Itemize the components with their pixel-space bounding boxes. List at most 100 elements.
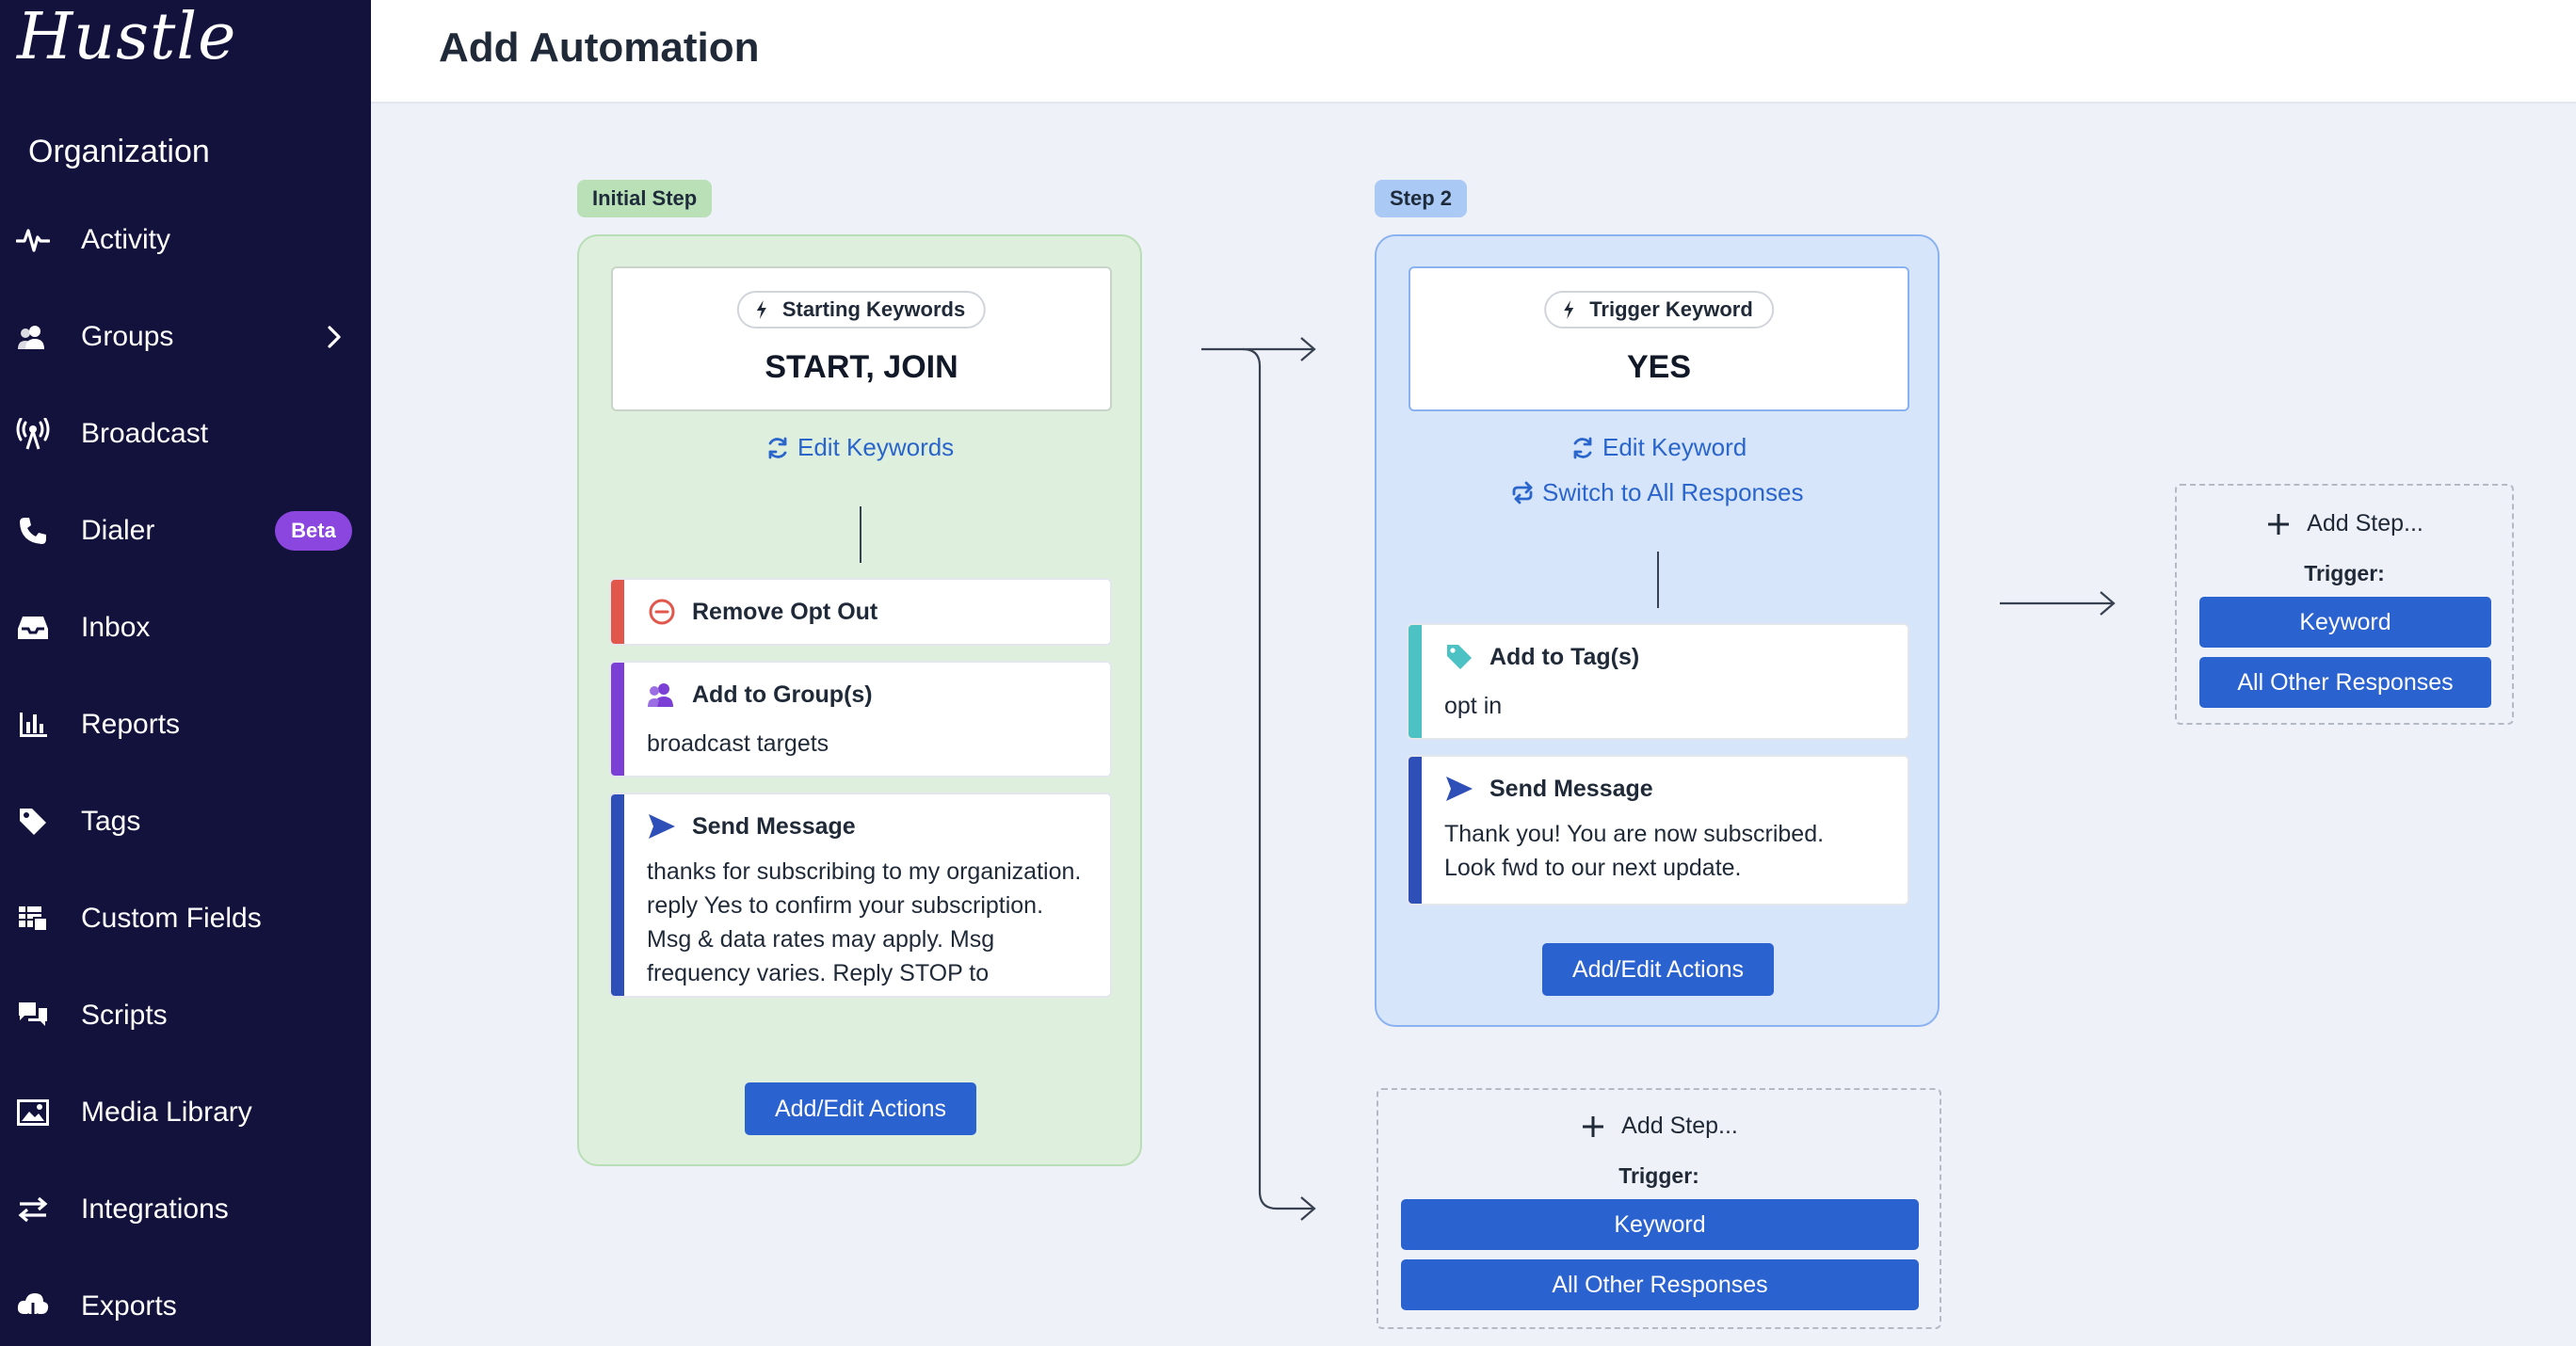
activity-icon bbox=[13, 220, 53, 260]
action-header: Add to Group(s) bbox=[647, 680, 873, 710]
edit-keywords-label: Edit Keywords bbox=[797, 433, 955, 461]
connector-line bbox=[860, 506, 861, 563]
action-header: Send Message bbox=[647, 811, 856, 841]
sidebar-item-media-library[interactable]: Media Library bbox=[0, 1070, 371, 1155]
sidebar-item-label: Activity bbox=[81, 224, 171, 255]
add-step-panel-right: Add Step... Trigger: Keyword All Other R… bbox=[2175, 484, 2514, 725]
sidebar: Hustle Organization Activity Groups Broa… bbox=[0, 0, 371, 1346]
page-title: Add Automation bbox=[439, 24, 760, 71]
action-header: Send Message bbox=[1444, 774, 1653, 804]
add-step-label: Add Step... bbox=[1621, 1113, 1738, 1139]
plus-icon bbox=[1580, 1114, 1606, 1140]
action-header: Add to Tag(s) bbox=[1444, 642, 1639, 672]
trigger-keywords-value: START, JOIN bbox=[765, 349, 958, 385]
action-color-bar bbox=[611, 580, 624, 644]
groups-icon bbox=[647, 680, 677, 710]
sidebar-item-integrations[interactable]: Integrations bbox=[0, 1167, 371, 1252]
all-other-responses-button[interactable]: All Other Responses bbox=[1401, 1259, 1919, 1310]
arrow-head bbox=[1300, 1196, 1316, 1221]
sidebar-item-label: Integrations bbox=[81, 1194, 229, 1225]
send-icon bbox=[647, 811, 677, 841]
sidebar-item-label: Media Library bbox=[81, 1097, 252, 1128]
add-step-title[interactable]: Add Step... bbox=[1378, 1113, 1940, 1140]
connector-line bbox=[1201, 347, 1314, 1210]
beta-badge: Beta bbox=[275, 511, 352, 551]
sidebar-item-label: Dialer bbox=[81, 515, 155, 546]
send-icon bbox=[1444, 774, 1474, 804]
keyword-trigger-button[interactable]: Keyword bbox=[1401, 1199, 1919, 1250]
inbox-icon bbox=[13, 608, 53, 648]
keyword-trigger-button[interactable]: Keyword bbox=[2199, 597, 2491, 648]
switch-to-all-responses-label: Switch to All Responses bbox=[1542, 478, 1804, 506]
sidebar-item-custom-fields[interactable]: Custom Fields bbox=[0, 876, 371, 961]
step-label-step-2: Step 2 bbox=[1375, 180, 1468, 217]
sidebar-item-broadcast[interactable]: Broadcast bbox=[0, 392, 371, 476]
media-icon bbox=[13, 1093, 53, 1132]
sidebar-item-scripts[interactable]: Scripts bbox=[0, 973, 371, 1058]
action-body: broadcast targets bbox=[647, 730, 829, 757]
action-color-bar bbox=[611, 794, 624, 996]
all-other-responses-button[interactable]: All Other Responses bbox=[2199, 657, 2491, 708]
scripts-icon bbox=[13, 996, 53, 1035]
trigger-card[interactable]: Trigger Keyword YES bbox=[1409, 266, 1909, 411]
action-header: Remove Opt Out bbox=[647, 597, 877, 627]
action-card-send-message[interactable]: Send Message Thank you! You are now subs… bbox=[1407, 755, 1909, 905]
trigger-pill-label: Starting Keywords bbox=[781, 297, 966, 321]
logo[interactable]: Hustle bbox=[17, 0, 237, 74]
bolt-icon bbox=[1563, 300, 1580, 319]
action-title: Send Message bbox=[692, 812, 856, 840]
sidebar-item-label: Tags bbox=[81, 806, 141, 837]
connector-line bbox=[1657, 552, 1659, 608]
groups-icon bbox=[13, 317, 53, 357]
action-title: Add to Tag(s) bbox=[1489, 643, 1640, 670]
sidebar-item-reports[interactable]: Reports bbox=[0, 682, 371, 767]
trigger-pill: Starting Keywords bbox=[736, 291, 987, 328]
sidebar-item-label: Custom Fields bbox=[81, 903, 262, 934]
step-2-container: Trigger Keyword YES Edit Keyword Switch … bbox=[1375, 234, 1940, 1027]
plus-icon bbox=[2265, 511, 2292, 537]
tag-icon bbox=[13, 802, 53, 841]
trigger-label: Trigger: bbox=[2304, 561, 2385, 585]
step-label-initial: Initial Step bbox=[577, 180, 713, 217]
action-card-add-to-group[interactable]: Add to Group(s) broadcast targets bbox=[609, 661, 1112, 777]
add-edit-actions-button[interactable]: Add/Edit Actions bbox=[745, 1082, 976, 1135]
action-color-bar bbox=[1409, 625, 1422, 738]
organization-heading: Organization bbox=[28, 134, 210, 169]
tag-icon bbox=[1444, 642, 1474, 672]
chevron-right-icon bbox=[320, 323, 348, 351]
sidebar-item-label: Inbox bbox=[81, 612, 151, 643]
action-card-add-to-tag[interactable]: Add to Tag(s) opt in bbox=[1407, 623, 1909, 740]
exports-icon bbox=[13, 1287, 53, 1326]
add-step-label: Add Step... bbox=[2307, 510, 2423, 537]
sidebar-item-groups[interactable]: Groups bbox=[0, 295, 371, 379]
add-step-title[interactable]: Add Step... bbox=[2177, 510, 2512, 537]
integrations-icon bbox=[13, 1190, 53, 1229]
custom-fields-icon bbox=[13, 899, 53, 938]
action-card-send-message[interactable]: Send Message thanks for subscribing to m… bbox=[609, 793, 1112, 998]
action-body: Thank you! You are now subscribed. Look … bbox=[1444, 821, 1825, 881]
trigger-card[interactable]: Starting Keywords START, JOIN bbox=[611, 266, 1112, 411]
add-step-panel-bottom: Add Step... Trigger: Keyword All Other R… bbox=[1377, 1088, 1941, 1329]
switch-to-all-responses-link[interactable]: Switch to All Responses bbox=[1510, 478, 1803, 507]
sidebar-item-label: Scripts bbox=[81, 1000, 168, 1031]
arrow-head bbox=[1300, 337, 1316, 361]
sidebar-item-dialer[interactable]: Dialer Beta bbox=[0, 489, 371, 573]
arrow-head bbox=[2100, 591, 2116, 616]
minus-circle-icon bbox=[647, 597, 677, 627]
trigger-keyword-value: YES bbox=[1626, 349, 1692, 385]
reports-icon bbox=[13, 705, 53, 745]
action-title: Add to Group(s) bbox=[692, 681, 873, 708]
bolt-icon bbox=[756, 300, 773, 319]
action-body: thanks for subscribing to my organizatio… bbox=[647, 858, 1082, 996]
edit-keywords-link[interactable]: Edit Keywords bbox=[765, 433, 954, 462]
action-title: Send Message bbox=[1489, 775, 1653, 802]
add-edit-actions-button[interactable]: Add/Edit Actions bbox=[1542, 943, 1774, 996]
action-card-remove-opt-out[interactable]: Remove Opt Out bbox=[609, 578, 1112, 646]
sidebar-item-activity[interactable]: Activity bbox=[0, 198, 371, 282]
sidebar-item-inbox[interactable]: Inbox bbox=[0, 585, 371, 670]
sidebar-item-exports[interactable]: Exports bbox=[0, 1264, 371, 1346]
trigger-label: Trigger: bbox=[1618, 1163, 1699, 1188]
sidebar-item-label: Broadcast bbox=[81, 418, 209, 449]
edit-keyword-link[interactable]: Edit Keyword bbox=[1570, 433, 1747, 462]
sidebar-item-tags[interactable]: Tags bbox=[0, 779, 371, 864]
